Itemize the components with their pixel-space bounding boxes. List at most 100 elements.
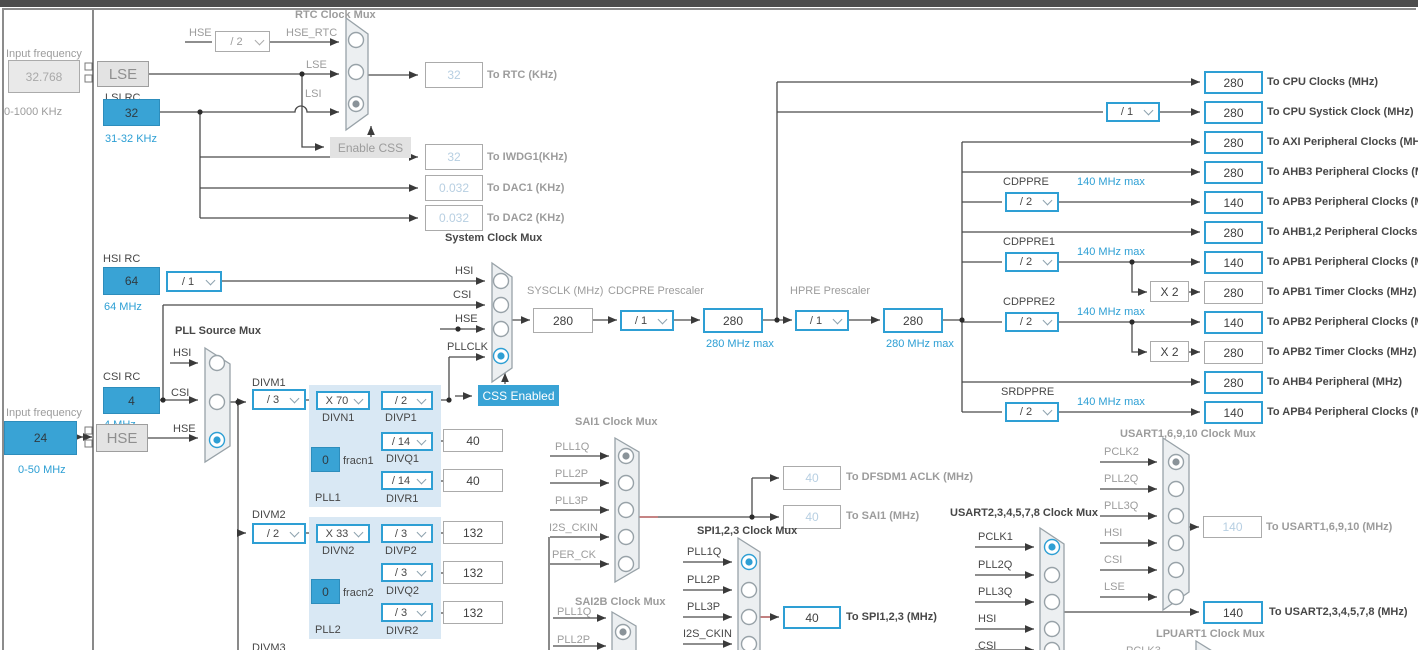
divq1-output[interactable]: 40 [443,429,503,452]
ahb4-clocks-value[interactable]: 280 [1204,371,1263,394]
hsi-rc-title: HSI RC [103,253,141,265]
cpu-systick-value[interactable]: 280 [1204,101,1263,124]
divm1-dropdown[interactable]: / 3 [252,389,306,410]
css-enabled-button[interactable]: CSS Enabled [478,385,559,406]
pll1-label: PLL1 [315,492,341,504]
sys-mux-hsi-label: HSI [455,265,474,277]
axi-clocks-value[interactable]: 280 [1204,131,1263,154]
rtc-hse-divider-dropdown[interactable]: / 2 [215,31,270,52]
csi-rc-value[interactable]: 4 [103,387,160,414]
systick-divider-dropdown[interactable]: / 1 [1106,102,1160,122]
to-spi123-value[interactable]: 40 [783,606,841,629]
apb4-clocks-value[interactable]: 140 [1204,401,1263,424]
ahb12-clocks-value[interactable]: 280 [1204,221,1263,244]
pll2-label: PLL2 [315,624,341,636]
apb1-timer-value[interactable]: 280 [1204,281,1263,304]
cpu-clocks-value[interactable]: 280 [1204,71,1263,94]
to-usart2-value[interactable]: 140 [1203,601,1263,624]
divq2-output[interactable]: 132 [443,561,503,584]
rtc-hse-label: HSE [189,27,212,39]
hse-block[interactable]: HSE [96,424,148,452]
divq1-dropdown[interactable]: / 14 [381,432,433,451]
ahb3-clocks-value[interactable]: 280 [1204,161,1263,184]
to-sai1-value[interactable]: 40 [783,505,841,529]
divr1-output[interactable]: 40 [443,469,503,492]
usart2-pll3q-label: PLL3Q [978,586,1013,598]
spi-pll3p-label: PLL3P [687,601,721,613]
apb1-clocks-value[interactable]: 140 [1204,251,1263,274]
sys-mux-hse-label: HSE [455,313,478,325]
cpu-systick-label: To CPU Systick Clock (MHz) [1267,106,1414,118]
usart1-mux-title: USART1,6,9,10 Clock Mux [1120,428,1256,440]
cpu-clocks-label: To CPU Clocks (MHz) [1267,76,1379,88]
cdppre2-max: 140 MHz max [1077,306,1145,318]
cdcpre-value[interactable]: 280 [703,308,763,333]
usart1-pll3q-label: PLL3Q [1104,500,1139,512]
cdcpre-dropdown[interactable]: / 1 [620,310,674,331]
divn1-dropdown[interactable]: X 70 [316,391,370,410]
divm2-dropdown[interactable]: / 2 [252,523,306,544]
apb2-timer-x2-box: X 2 [1150,341,1189,362]
sysclk-value[interactable]: 280 [533,308,593,333]
divr2-dropdown[interactable]: / 3 [381,603,433,622]
cdppre1-dropdown[interactable]: / 2 [1005,252,1059,272]
to-rtc-value[interactable]: 32 [425,62,483,88]
apb1-timer-label: To APB1 Timer Clocks (MHz) [1267,286,1417,298]
hsi-rc-value[interactable]: 64 [103,267,160,295]
to-dfsdm1-value[interactable]: 40 [783,466,841,490]
enable-css-button[interactable]: Enable CSS [330,137,411,158]
usart1-lse-label: LSE [1104,581,1125,593]
pll-mux-hsi-label: HSI [173,347,192,359]
divm3-label: DIVM3 [252,642,286,650]
to-usart1-value[interactable]: 140 [1203,516,1262,538]
cdppre2-dropdown[interactable]: / 2 [1005,312,1059,332]
to-usart2-label: To USART2,3,4,5,7,8 (MHz) [1269,606,1408,618]
hpre-value[interactable]: 280 [883,308,943,333]
lpuart1-pclk3-label: PCLK3 [1126,645,1161,650]
divp2-dropdown[interactable]: / 3 [381,524,433,543]
rtc-hse-rtc-label: HSE_RTC [286,27,338,39]
fracn2-value[interactable]: 0 [311,579,340,604]
spi-i2s-ckin-label: I2S_CKIN [683,628,732,640]
hpre-dropdown[interactable]: / 1 [795,310,849,331]
to-dac2-value[interactable]: 0.032 [425,205,483,231]
hsi-divider-dropdown[interactable]: / 1 [166,271,222,292]
divr1-label: DIVR1 [386,493,419,505]
divr1-dropdown[interactable]: / 14 [381,471,433,490]
hse-input-frequency-field[interactable]: 24 [4,421,77,455]
apb3-clocks-label: To APB3 Peripheral Clocks (MHz) [1267,196,1418,208]
divq2-dropdown[interactable]: / 3 [381,563,433,582]
apb2-clocks-label: To APB2 Peripheral Clocks (MHz) [1267,316,1418,328]
to-usart1-label: To USART1,6,9,10 (MHz) [1266,521,1393,533]
sysclk-label: SYSCLK (MHz) [527,285,604,297]
hse-input-range: 0-50 MHz [18,464,66,476]
axi-clocks-label: To AXI Peripheral Clocks (MHz) [1267,136,1418,148]
pll-source-mux-title: PLL Source Mux [175,325,261,337]
divn1-label: DIVN1 [322,412,355,424]
pll-mux-csi-label: CSI [171,387,190,399]
to-dac1-value[interactable]: 0.032 [425,175,483,201]
ahb3-clocks-label: To AHB3 Peripheral Clocks (MHz) [1267,166,1418,178]
to-iwdg1-value[interactable]: 32 [425,144,483,170]
divp1-dropdown[interactable]: / 2 [381,391,433,410]
apb2-clocks-value[interactable]: 140 [1204,311,1263,334]
apb2-timer-value[interactable]: 280 [1204,341,1263,364]
divp2-label: DIVP2 [385,545,417,557]
divr2-output[interactable]: 132 [443,601,503,624]
apb1-clocks-label: To APB1 Peripheral Clocks (MHz) [1267,256,1418,268]
lse-input-frequency-label: Input frequency [6,48,82,60]
fracn1-value[interactable]: 0 [311,447,340,472]
lse-block[interactable]: LSE [97,61,149,87]
usart1-pll2q-label: PLL2Q [1104,473,1139,485]
spi-pll1q-label: PLL1Q [687,546,722,558]
apb3-clocks-value[interactable]: 140 [1204,191,1263,214]
to-dac2-label: To DAC2 (KHz) [487,212,565,224]
srdppre-dropdown[interactable]: / 2 [1005,402,1059,422]
divp2-output[interactable]: 132 [443,521,503,544]
divm1-label: DIVM1 [252,377,286,389]
lse-input-frequency-field[interactable]: 32.768 [8,60,80,93]
cdppre-dropdown[interactable]: / 2 [1005,192,1059,212]
divn2-dropdown[interactable]: X 33 [316,524,370,543]
sai2b-mux-title: SAI2B Clock Mux [575,596,666,608]
lsi-rc-value[interactable]: 32 [103,99,160,126]
